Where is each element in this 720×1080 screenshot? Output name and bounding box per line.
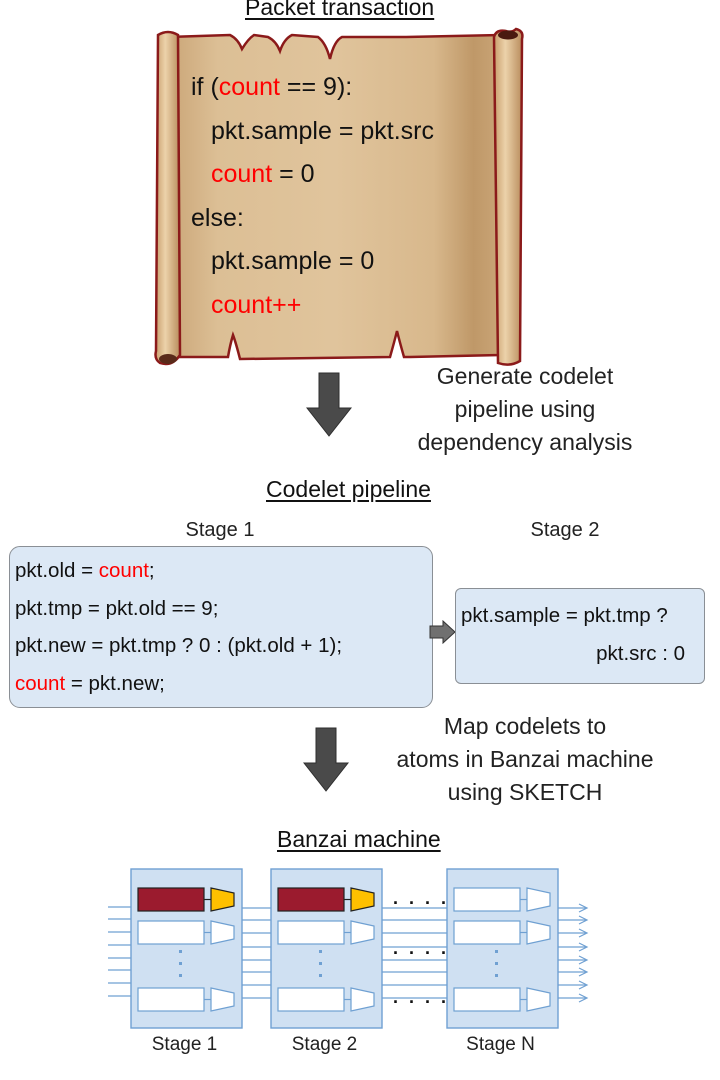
ellipsis: . . . . .: [393, 938, 465, 958]
scroll-right-roll: [492, 27, 524, 366]
step1-caption: Generate codelet pipeline using dependency…: [390, 360, 660, 459]
output-arrow-icon: [578, 928, 589, 938]
stateless-atom: [453, 887, 521, 912]
stateless-atom: [137, 987, 205, 1012]
state-variable: count: [15, 671, 66, 695]
stateful-atom: [277, 887, 345, 912]
code-text: pkt.sample = 0: [211, 247, 375, 275]
mux-icon: [526, 920, 551, 945]
mux-icon: [350, 887, 375, 912]
down-arrow-icon: [306, 372, 352, 437]
vertical-ellipsis-dot: [495, 950, 498, 953]
codelet-stage1-box: pkt.old = count; pkt.tmp = pkt.old == 9; p…: [9, 546, 433, 708]
ellipsis: . . . . .: [393, 987, 465, 1007]
stateless-atom: [277, 920, 345, 945]
caption-line: dependency analysis: [417, 429, 633, 455]
output-arrow-icon: [578, 993, 589, 1003]
codelet-line: pkt.old = count;: [15, 552, 342, 590]
down-arrow-icon: [303, 727, 349, 792]
mux-icon: [526, 987, 551, 1012]
code-line: count++: [211, 284, 301, 327]
codelet-stage1-label: Stage 1: [185, 519, 255, 541]
codelet-line: pkt.new = pkt.tmp ? 0 : (pkt.old + 1);: [15, 627, 342, 665]
vertical-ellipsis-dot: [319, 974, 322, 977]
code-text: pkt.sample = pkt.tmp ?: [461, 604, 668, 627]
codelet-line: pkt.sample = pkt.tmp ?: [461, 597, 699, 635]
state-variable: count: [98, 559, 149, 582]
caption-line: pipeline using: [454, 396, 596, 422]
mux-icon: [210, 920, 235, 945]
code-text: pkt.new = pkt.tmp ? 0 : (pkt.old + 1);: [15, 634, 343, 657]
codelet-stage2-box: pkt.sample = pkt.tmp ? pkt.src : 0: [455, 588, 705, 684]
banzai-machine-title: Banzai machine: [277, 826, 441, 852]
codelet-line: pkt.src : 0: [461, 635, 699, 673]
code-text: ;: [148, 559, 155, 582]
banzai-stage-label: Stage 2: [292, 1034, 358, 1055]
output-arrow-icon: [578, 967, 589, 977]
right-arrow-icon: [429, 620, 456, 644]
code-text: = 0: [272, 160, 315, 188]
banzai-stage-label: Stage N: [466, 1034, 535, 1055]
banzai-machine-diagram: . . . . . . . . . . . . . . . Stage 1 Stage …: [108, 868, 589, 1055]
code-line: else:: [191, 197, 244, 240]
code-line: pkt.sample = 0: [211, 240, 374, 283]
vertical-ellipsis-dot: [179, 950, 182, 953]
output-arrow-icon: [578, 980, 589, 990]
code-text: = pkt.new;: [65, 671, 165, 695]
codelet-stage2-label: Stage 2: [530, 519, 600, 541]
stateless-atom: [137, 920, 205, 945]
codelet-line: pkt.tmp = pkt.old == 9;: [15, 590, 342, 628]
step2-caption: Map codelets to atoms in Banzai machine us…: [375, 710, 675, 809]
banzai-stage-label: Stage 1: [152, 1034, 218, 1055]
code-line: count = 0: [211, 153, 315, 196]
output-arrow-icon: [578, 955, 589, 965]
vertical-ellipsis-dot: [495, 974, 498, 977]
mux-icon: [350, 987, 375, 1012]
stateless-atom: [453, 920, 521, 945]
mux-icon: [210, 987, 235, 1012]
stateful-atom: [137, 887, 205, 912]
stateless-atom: [277, 987, 345, 1012]
scroll-sheet: [166, 33, 502, 361]
code-text: if (: [191, 73, 219, 101]
code-text: pkt.old =: [15, 559, 99, 582]
ellipsis: . . . . .: [393, 888, 465, 908]
code-line: pkt.sample = pkt.src: [211, 110, 434, 153]
output-arrow-icon: [578, 903, 589, 913]
vertical-ellipsis-dot: [319, 962, 322, 965]
code-text: pkt.sample = pkt.src: [211, 116, 434, 145]
codelet-line: count = pkt.new;: [15, 665, 342, 703]
mux-icon: [350, 920, 375, 945]
output-arrow-icon: [578, 942, 589, 952]
state-variable: count: [211, 160, 273, 188]
vertical-ellipsis-dot: [319, 950, 322, 953]
caption-line: Generate codelet: [436, 363, 614, 389]
scroll-parchment: [154, 27, 524, 366]
code-line: if (count == 9):: [191, 66, 352, 109]
caption-line: atoms in Banzai machine: [396, 746, 654, 772]
state-variable: count: [218, 73, 280, 101]
stateless-atom: [453, 987, 521, 1012]
mux-icon: [210, 887, 235, 912]
caption-line: Map codelets to: [443, 713, 607, 739]
output-arrow-icon: [578, 915, 589, 925]
code-text: else:: [191, 203, 244, 232]
packet-transaction-title: Packet transaction: [245, 0, 435, 20]
state-variable: count++: [211, 290, 302, 319]
code-text: pkt.src : 0: [596, 642, 685, 665]
mux-icon: [526, 887, 551, 912]
vertical-ellipsis-dot: [179, 974, 182, 977]
codelet-pipeline-title: Codelet pipeline: [266, 476, 431, 502]
vertical-ellipsis-dot: [179, 962, 182, 965]
code-text: == 9):: [279, 73, 353, 101]
caption-line: using SKETCH: [447, 779, 603, 805]
scroll-left-roll: [154, 30, 182, 366]
vertical-ellipsis-dot: [495, 962, 498, 965]
code-text: pkt.tmp = pkt.old == 9;: [15, 596, 219, 620]
